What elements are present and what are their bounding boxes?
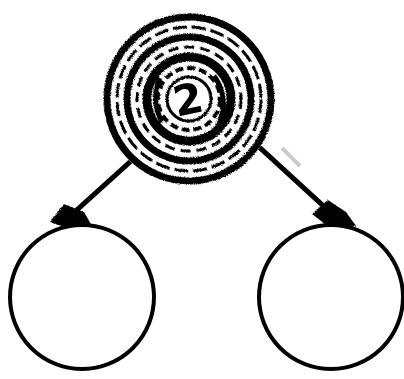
- edge-shadow: [282, 148, 300, 166]
- edge-root-to-right-child: [258, 146, 330, 212]
- child-node-left: [10, 225, 154, 369]
- child-node-right: [259, 225, 403, 369]
- child-node-right-circle: [259, 225, 403, 369]
- child-node-left-circle: [10, 225, 154, 369]
